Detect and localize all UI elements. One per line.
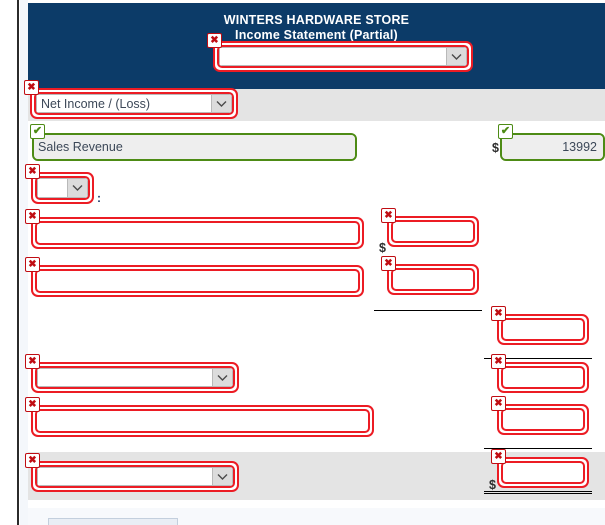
valid-check-icon: ✔ <box>30 124 45 139</box>
row-section-heading-value <box>42 179 65 197</box>
error-x-icon: ✖ <box>25 209 40 224</box>
row-expense-1-label-wrapper: ✖ <box>25 209 364 249</box>
row-expense-1-amount-input[interactable] <box>393 222 473 241</box>
row-detail-label-wrapper: ✖ <box>25 397 374 437</box>
grand-total-double-rule <box>484 491 592 494</box>
row-category-select-wrapper: ✖ <box>25 354 239 393</box>
error-x-icon: ✖ <box>491 449 506 464</box>
row-sales-revenue-amount-wrapper: ✔ 13992 <box>498 124 605 161</box>
row-expense-2-amount-wrapper: ✖ <box>381 256 479 295</box>
row-subtotal-total-input[interactable] <box>503 320 583 339</box>
error-x-icon: ✖ <box>491 354 506 369</box>
error-x-icon: ✖ <box>24 80 39 95</box>
currency-symbol-expense-1: $ <box>379 241 386 255</box>
error-x-icon: ✖ <box>25 164 40 179</box>
row-category-total-input[interactable] <box>503 368 583 387</box>
account-select[interactable]: Net Income / (Loss) <box>36 94 232 113</box>
currency-symbol-sales: $ <box>492 141 499 155</box>
chevron-down-icon <box>212 468 232 485</box>
chevron-down-icon <box>67 179 87 197</box>
period-select[interactable] <box>219 47 467 66</box>
error-x-icon: ✖ <box>25 354 40 369</box>
row-detail-label-input[interactable] <box>37 411 368 431</box>
row-subtotal-total-wrapper: ✖ <box>491 306 589 345</box>
row-sales-revenue-label-wrapper: ✔ Sales Revenue <box>30 124 357 161</box>
error-x-icon: ✖ <box>491 306 506 321</box>
row-category-value <box>42 369 210 386</box>
row-expense-1-label-input[interactable] <box>37 223 358 243</box>
error-x-icon: ✖ <box>25 453 40 468</box>
error-x-icon: ✖ <box>381 208 396 223</box>
statement-title: Income Statement (Partial) <box>235 28 398 42</box>
row-net-total-amount-wrapper: ✖ <box>491 449 589 488</box>
row-sales-revenue-amount-input[interactable]: 13992 <box>562 140 597 154</box>
row-section-heading-select-wrapper: ✖ <box>25 164 94 204</box>
valid-check-icon: ✔ <box>498 124 513 139</box>
window-left-edge <box>0 0 17 525</box>
row-expense-1-amount-wrapper: ✖ <box>381 208 479 247</box>
row-net-total-amount-input[interactable] <box>503 463 583 482</box>
row-section-heading-select[interactable] <box>37 178 88 198</box>
row-net-total-select[interactable] <box>37 467 233 486</box>
period-select-wrapper: ✖ <box>207 33 473 72</box>
error-x-icon: ✖ <box>381 256 396 271</box>
account-select-wrapper: ✖ Net Income / (Loss) <box>24 80 238 119</box>
net-total-rule <box>484 448 592 449</box>
row-expense-2-label-wrapper: ✖ <box>25 257 364 297</box>
company-name: WINTERS HARDWARE STORE <box>223 13 410 27</box>
row-category-total-wrapper: ✖ <box>491 354 589 393</box>
footer-partial-widget[interactable] <box>48 518 178 525</box>
section-heading-colon: : <box>97 191 101 205</box>
row-expense-2-amount-input[interactable] <box>393 270 473 289</box>
row-detail-total-wrapper: ✖ <box>491 396 589 435</box>
chevron-down-icon <box>211 95 231 112</box>
chevron-down-icon <box>212 369 232 386</box>
row-sales-revenue-label-input[interactable]: Sales Revenue <box>38 140 123 154</box>
income-statement-form: WINTERS HARDWARE STORE Income Statement … <box>24 0 605 525</box>
subtotal-rule-total-column <box>484 358 592 359</box>
error-x-icon: ✖ <box>207 33 222 48</box>
chevron-down-icon <box>446 48 466 65</box>
error-x-icon: ✖ <box>25 257 40 272</box>
window-frame-rule <box>17 0 19 525</box>
account-select-value: Net Income / (Loss) <box>41 96 151 111</box>
scroll-gutter[interactable] <box>20 0 28 525</box>
row-net-total-value <box>42 468 210 485</box>
row-net-total-select-wrapper: ✖ <box>25 453 239 492</box>
subtotal-rule-expense-column <box>374 310 482 311</box>
row-expense-2-label-input[interactable] <box>37 271 358 291</box>
error-x-icon: ✖ <box>491 396 506 411</box>
error-x-icon: ✖ <box>25 397 40 412</box>
row-category-select[interactable] <box>37 368 233 387</box>
currency-symbol-net-total: $ <box>489 478 496 492</box>
period-select-value <box>224 48 444 65</box>
row-detail-total-input[interactable] <box>503 410 583 429</box>
